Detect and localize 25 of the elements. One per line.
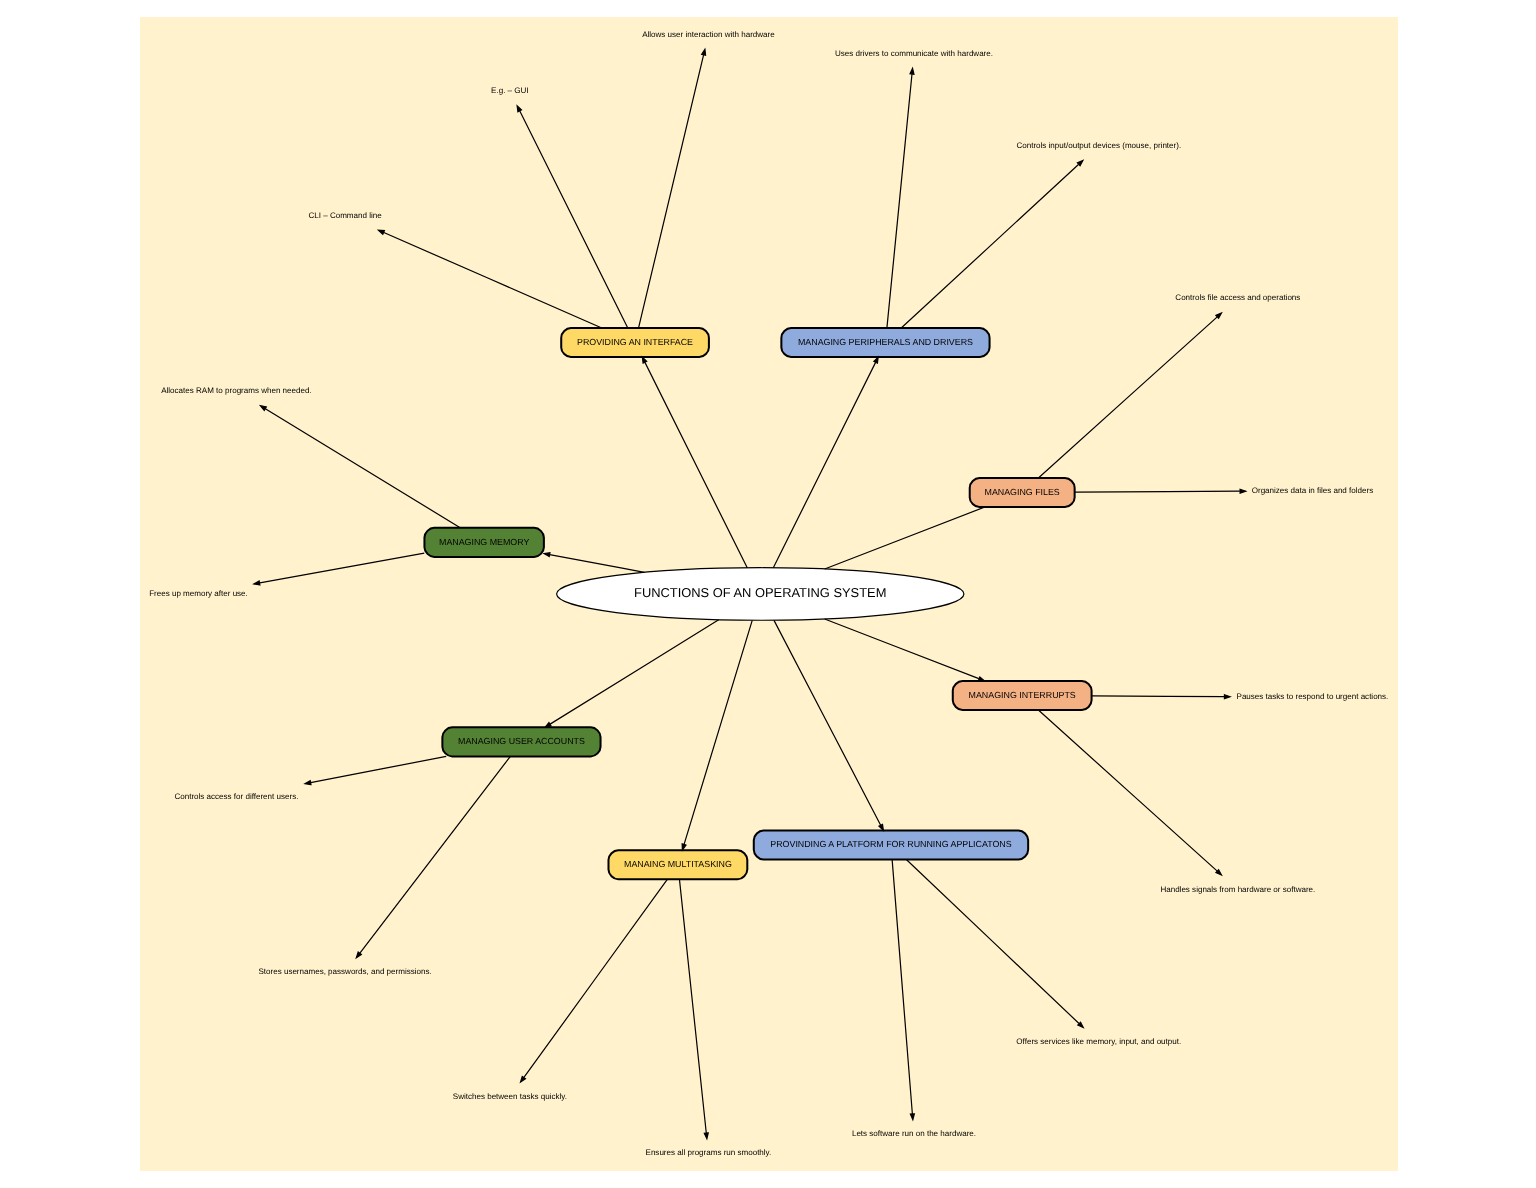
connector (823, 506, 984, 570)
arrow (1036, 709, 1222, 877)
arrow (1090, 693, 1231, 700)
arrow (636, 47, 706, 329)
arrow (680, 619, 752, 852)
arrow (771, 355, 878, 569)
arrow (354, 756, 510, 960)
arrow (677, 878, 709, 1141)
arrow (518, 878, 667, 1084)
arrow (375, 229, 602, 329)
arrow (1073, 488, 1247, 495)
arrow (899, 159, 1084, 329)
arrow (251, 552, 424, 586)
arrow (515, 104, 628, 329)
arrow (904, 859, 1084, 1029)
arrow (542, 619, 719, 729)
arrow (823, 618, 986, 682)
arrow (890, 859, 915, 1122)
arrow (640, 355, 747, 569)
arrow (541, 551, 644, 573)
arrow (772, 619, 884, 832)
arrow (302, 755, 446, 786)
arrow (1036, 311, 1222, 479)
arrow (885, 66, 914, 329)
arrow (257, 404, 460, 529)
